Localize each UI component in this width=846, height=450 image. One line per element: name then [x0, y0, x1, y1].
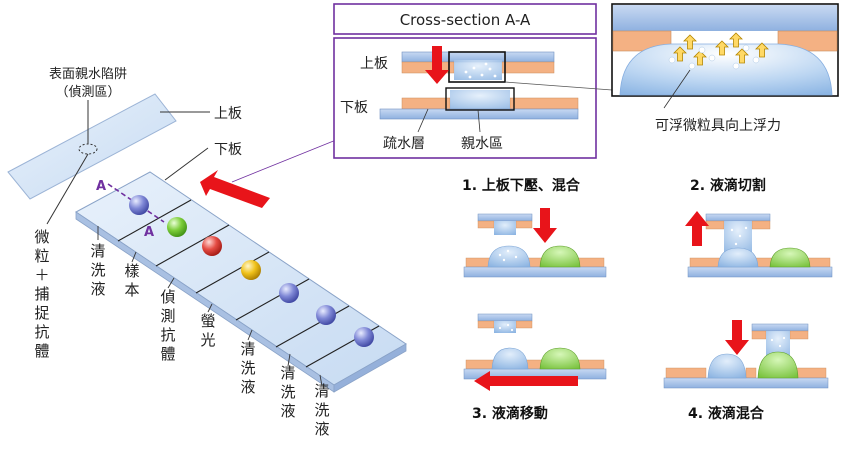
bottom-plate-label: 下板	[214, 142, 242, 158]
vlabel-wash-4: 清洗液	[314, 382, 329, 438]
vlabel-sample: 樣本	[124, 262, 139, 299]
step-2-diagram	[685, 211, 833, 278]
cs-particles	[464, 62, 497, 79]
cross-section-title-box	[333, 3, 597, 35]
bottom-plate-edge-right	[333, 343, 407, 393]
flow-direction-arrow	[200, 170, 270, 208]
leader-hydrophobic	[417, 108, 429, 133]
cs-bottom-hydrophilic	[450, 90, 510, 109]
up-arrow-icon	[715, 40, 729, 56]
section-a-bottom: A	[144, 225, 154, 240]
vlabel-fluorescence: 螢光	[200, 312, 215, 349]
droplet-detection-antibody	[202, 236, 222, 256]
cell-dividers	[117, 199, 380, 368]
connector-line	[231, 139, 337, 183]
droplet-wash-3	[354, 327, 374, 347]
vlabel-particle: 微粒＋捕捉抗體	[34, 228, 49, 360]
device-view: 表面親水陷阱 （偵測區） 上板 下板 A A	[7, 67, 407, 438]
droplet-fluorescence	[241, 260, 261, 280]
cs-bottom-hydrophobic-left	[401, 97, 451, 110]
up-arrow-icon	[755, 42, 769, 58]
section-a-top: A	[96, 179, 106, 194]
leader-particle	[46, 153, 89, 225]
step-3-diagram	[463, 313, 607, 391]
steps: 1. 上板下壓、混合 2. 液滴切割 3. 液滴移動 4. 液滴混合	[462, 177, 833, 422]
surface-pit-label-2: （偵測區）	[55, 85, 120, 100]
droplet-sample	[167, 217, 187, 237]
float-note-label: 可浮微粒具向上浮力	[655, 118, 781, 134]
droplet-wash-1	[279, 283, 299, 303]
step-2-title: 2. 液滴切割	[690, 177, 766, 194]
step-1-diagram	[463, 208, 607, 278]
droplet-particle	[129, 195, 149, 215]
zoom-dome	[619, 43, 833, 96]
cs-hydrophobic-label: 疏水層	[383, 136, 425, 152]
leader-hydrophilic	[477, 109, 481, 133]
zoom-up-arrows	[673, 32, 769, 66]
up-arrow-icon	[729, 32, 743, 48]
up-arrow-icon	[673, 46, 687, 62]
vlabel-detection-antibody: 偵測抗體	[160, 288, 175, 363]
step-1-title: 1. 上板下壓、混合	[462, 177, 581, 194]
cs-top-pit	[454, 60, 502, 80]
cs-press-arrow	[425, 46, 449, 84]
step-3-title: 3. 液滴移動	[472, 405, 548, 422]
surface-pit-label-1: 表面親水陷阱	[49, 67, 127, 82]
cs-top-hydrophobic-right	[501, 61, 555, 74]
up-arrow-icon	[693, 50, 707, 66]
droplet-wash-2	[316, 305, 336, 325]
vlabel-wash-2: 清洗液	[240, 340, 255, 396]
cs-bottom-hydrophobic-right	[509, 97, 579, 110]
up-arrow-icon	[735, 48, 749, 64]
top-plate-label: 上板	[214, 106, 242, 122]
vlabel-wash-3: 清洗液	[280, 364, 295, 420]
cs-hydrophilic-box	[445, 87, 515, 111]
leader-float-note	[663, 69, 691, 109]
cross-section-title: Cross-section A-A	[400, 11, 531, 29]
cs-top-plate-label: 上板	[360, 56, 388, 72]
label-leaders	[97, 226, 323, 387]
cs-zoom-box	[448, 51, 506, 83]
cross-section: Cross-section A-A 上板 下板 疏水層 親水區	[333, 3, 613, 159]
leader-bottom-plate	[164, 147, 209, 181]
up-arrow-icon	[683, 34, 697, 50]
zoom-top-glass	[613, 5, 837, 31]
vlabel-wash-1: 清洗液	[90, 242, 105, 298]
step-4-diagram	[663, 320, 829, 389]
vertical-labels: 微粒＋捕捉抗體清洗液樣本偵測抗體螢光清洗液清洗液清洗液	[34, 228, 329, 438]
cs-hydrophilic-label: 親水區	[461, 136, 503, 152]
zoom-connector	[504, 81, 613, 91]
zoom-particles	[668, 44, 760, 70]
top-plate-glass	[7, 93, 177, 200]
step-4-title: 4. 液滴混合	[688, 405, 765, 422]
zoom-inset: 可浮微粒具向上浮力	[611, 3, 839, 134]
cs-bottom-plate-label: 下板	[340, 100, 368, 116]
